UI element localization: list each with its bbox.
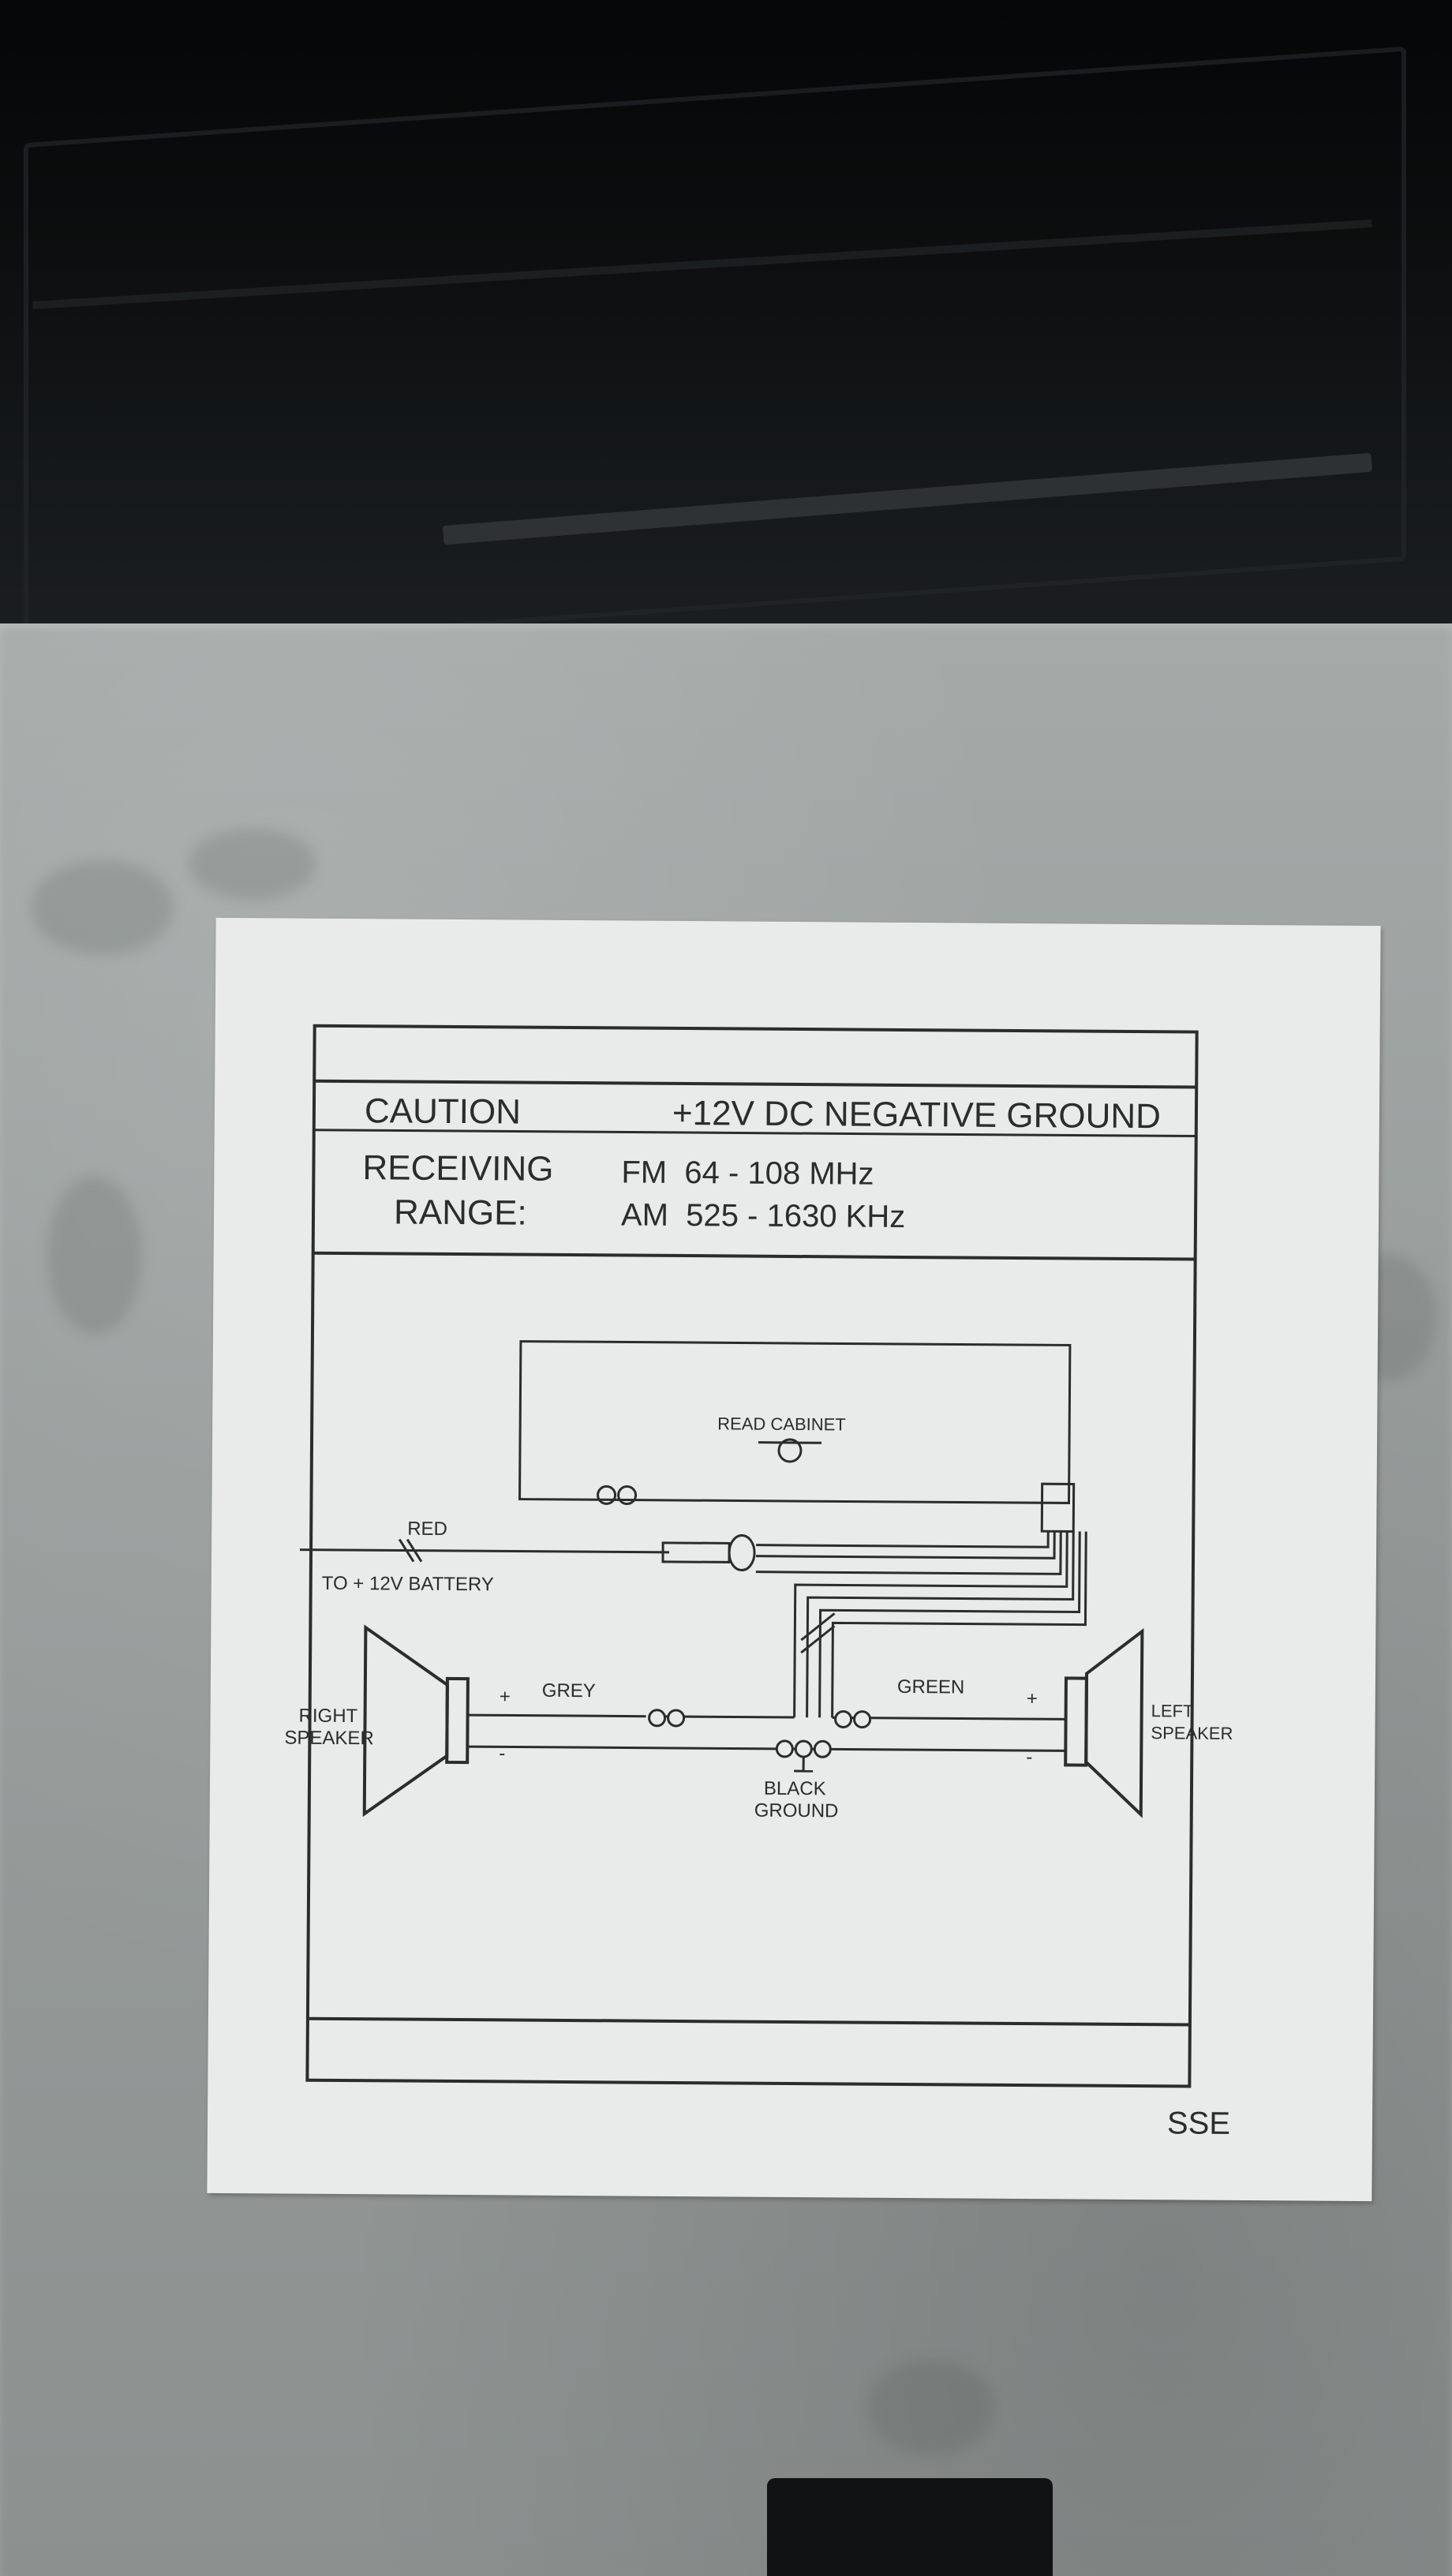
fm-range-text: FM 64 - 108 MHz xyxy=(621,1155,874,1191)
fuse-symbol xyxy=(777,1438,803,1463)
smudge xyxy=(47,1176,142,1334)
wiring-diagram: CAUTION +12V DC NEGATIVE GROUND RECEIVIN… xyxy=(284,1024,1233,2141)
right-speaker-icon xyxy=(445,1676,470,1765)
plus-sign: + xyxy=(500,1686,511,1707)
left-speaker-label: SPEAKER xyxy=(1151,1723,1233,1743)
housing-slot xyxy=(767,2478,1053,2576)
wiring-harness xyxy=(755,1531,1087,1718)
background-frame xyxy=(24,46,1406,658)
left-speaker-icon xyxy=(1064,1676,1088,1767)
wire-connectors xyxy=(648,1709,872,1758)
smudge xyxy=(868,2360,994,2454)
plus-sign: + xyxy=(1027,1688,1038,1709)
right-speaker-label: SPEAKER xyxy=(284,1727,374,1749)
red-wire xyxy=(300,1548,670,1554)
wiring-label: CAUTION +12V DC NEGATIVE GROUND RECEIVIN… xyxy=(207,917,1381,2202)
inline-fuse xyxy=(728,1534,756,1572)
label-border xyxy=(305,1024,1199,2088)
smudge xyxy=(32,860,174,955)
minus-sign: - xyxy=(1026,1747,1032,1768)
jack-icon xyxy=(617,1485,638,1506)
divider-line xyxy=(313,1129,1196,1138)
radio-cabinet xyxy=(518,1340,1072,1504)
red-wire-label: RED xyxy=(407,1518,447,1540)
grey-wire-label: GREY xyxy=(542,1680,596,1702)
jack-icon xyxy=(597,1485,617,1505)
right-speaker-icon xyxy=(362,1624,449,1818)
left-speaker-icon xyxy=(1084,1628,1144,1818)
divider-line xyxy=(314,1079,1197,1089)
black-ground-label: GROUND xyxy=(754,1800,839,1822)
black-ground-label: BLACK xyxy=(764,1778,826,1800)
connector-block xyxy=(1040,1482,1076,1533)
left-speaker-label: LEFT xyxy=(1151,1701,1194,1720)
dark-background xyxy=(0,0,1452,631)
smudge xyxy=(189,829,316,900)
caution-text: CAUTION xyxy=(365,1091,521,1131)
battery-label: TO + 12V BATTERY xyxy=(322,1573,494,1596)
right-speaker-label: RIGHT xyxy=(299,1705,358,1728)
divider-line xyxy=(307,2016,1190,2027)
read-cabinet-text: READ CABINET xyxy=(717,1413,846,1434)
wire-break xyxy=(398,1538,415,1563)
minus-sign: - xyxy=(499,1743,505,1764)
speaker-wires xyxy=(467,1713,1066,1752)
am-range-text: AM 525 - 1630 KHz xyxy=(621,1197,905,1234)
brand-text: SSE xyxy=(1167,2106,1230,2141)
range-text: RANGE: xyxy=(394,1193,527,1232)
inline-fuse xyxy=(661,1541,731,1563)
receiving-text: RECEIVING xyxy=(362,1148,553,1189)
divider-line xyxy=(312,1251,1196,1261)
wire-break xyxy=(406,1538,423,1563)
power-text: +12V DC NEGATIVE GROUND xyxy=(672,1094,1161,1136)
green-wire-label: GREEN xyxy=(897,1676,965,1698)
